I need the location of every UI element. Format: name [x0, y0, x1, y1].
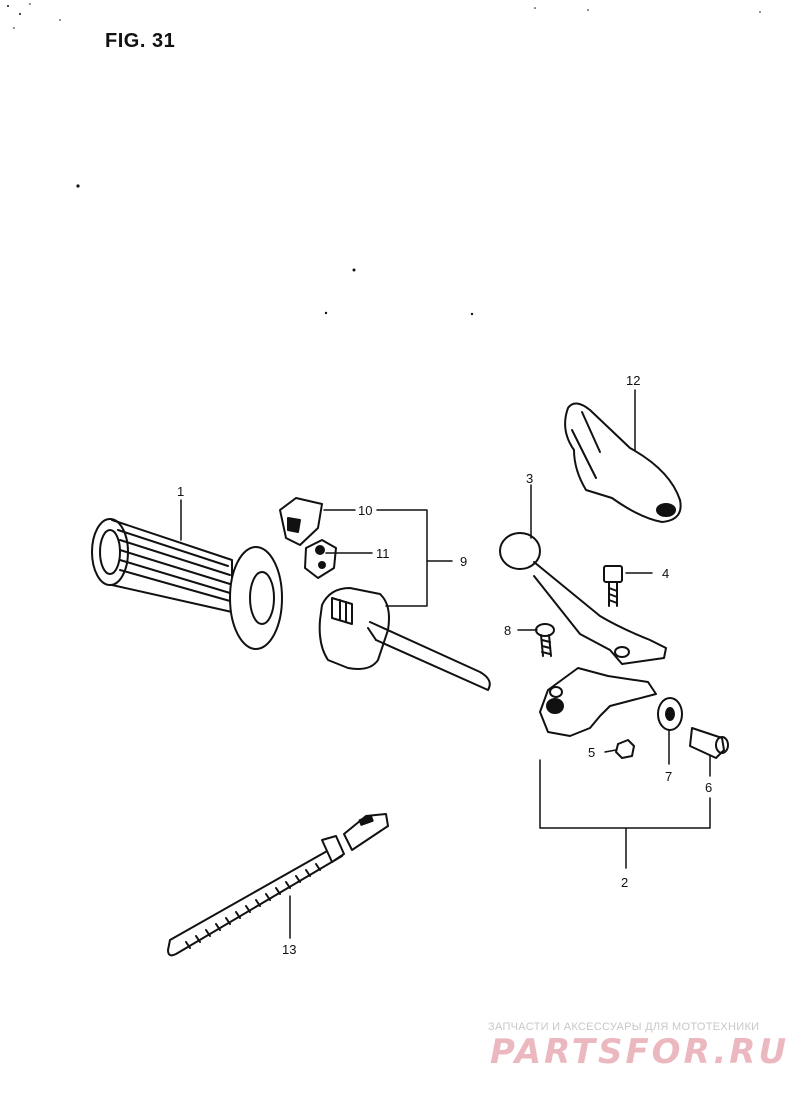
- grip-part: [91, 518, 283, 650]
- callout-10: 10: [358, 503, 372, 518]
- callout-1: 1: [177, 484, 184, 499]
- callout-11: 11: [376, 546, 390, 561]
- washer-part: [657, 697, 683, 731]
- callout-4: 4: [662, 566, 669, 581]
- callout-9: 9: [460, 554, 467, 569]
- callout-8: 8: [504, 623, 511, 638]
- lever-boot-part: [564, 402, 682, 523]
- lever-holder-part: [539, 667, 657, 737]
- nut-part: [615, 739, 635, 759]
- spring-part: [304, 539, 337, 579]
- callout-7: 7: [665, 769, 672, 784]
- pivot-bolt-part: [603, 565, 623, 607]
- callout-12: 12: [626, 373, 640, 388]
- figure-title: FIG. 31: [105, 30, 176, 52]
- callout-2: 2: [621, 875, 628, 890]
- watermark-caption: ЗАПЧАСТИ И АКСЕССУАРЫ ДЛЯ МОТОТЕХНИКИ: [488, 1021, 760, 1033]
- cable-tie-part: [167, 813, 389, 957]
- watermark-brand: PARTSFOR.RU: [490, 1032, 790, 1072]
- lever-part: [499, 532, 667, 665]
- switch-knob-part: [279, 497, 323, 546]
- callout-3: 3: [526, 471, 533, 486]
- callout-labels: 1 2 3 4 5 6 7 8 9 10 11 12 13: [177, 373, 712, 957]
- clamp-screw-part: [535, 623, 555, 657]
- callout-5: 5: [588, 745, 595, 760]
- callout-13: 13: [282, 942, 296, 957]
- switch-housing-part: [318, 587, 491, 691]
- scan-noise: [7, 3, 761, 316]
- leader-lines: [180, 389, 711, 939]
- callout-6: 6: [705, 780, 712, 795]
- adjuster-bolt-part: [689, 727, 729, 759]
